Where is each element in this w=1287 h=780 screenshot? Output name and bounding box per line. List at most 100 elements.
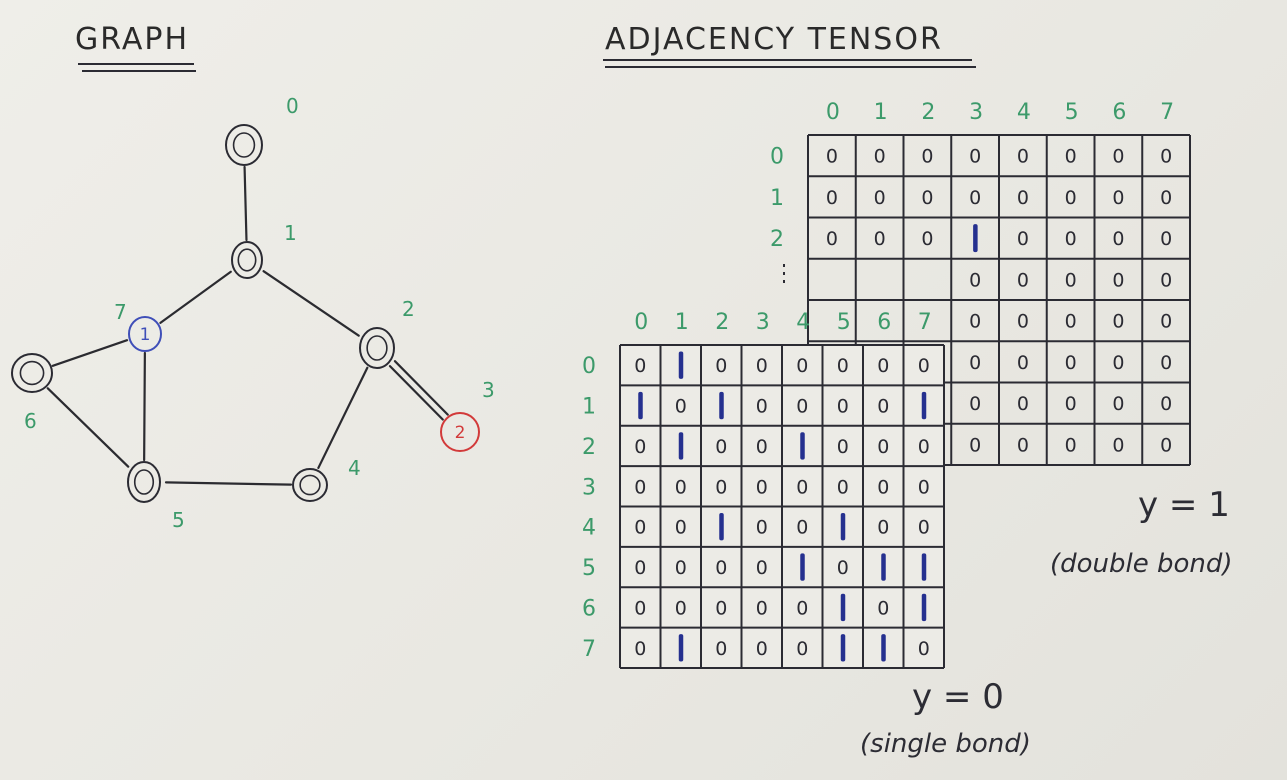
matrix-cell-zero: 0 bbox=[1160, 187, 1172, 209]
row-label: 1 bbox=[770, 186, 784, 211]
matrix-cell-zero: 0 bbox=[1017, 352, 1029, 374]
matrix-cell-zero: 0 bbox=[715, 557, 727, 579]
matrix-cell-zero: 0 bbox=[921, 146, 933, 168]
matrix-cell-zero: 0 bbox=[634, 436, 646, 458]
matrix-cell-zero: 0 bbox=[756, 476, 768, 498]
matrix-grid bbox=[619, 344, 945, 669]
y1-caption: y = 1 bbox=[1138, 485, 1230, 525]
matrix-cell-zero: 0 bbox=[1160, 311, 1172, 333]
matrix-cell-zero: 0 bbox=[969, 434, 981, 456]
edge-0-1 bbox=[243, 165, 248, 242]
y1-subcaption: (double bond) bbox=[1050, 549, 1233, 579]
matrix-cell-zero: 0 bbox=[921, 187, 933, 209]
graph-node-3: 23 bbox=[440, 378, 495, 452]
matrix-cell-zero: 0 bbox=[1065, 311, 1077, 333]
matrix-cell-one bbox=[638, 391, 643, 420]
graph-node-0: 0 bbox=[225, 94, 299, 166]
col-label: 6 bbox=[877, 310, 891, 335]
matrix-cell-zero: 0 bbox=[1065, 434, 1077, 456]
col-label: 4 bbox=[796, 310, 810, 335]
graph-node-7: 17 bbox=[114, 300, 162, 352]
row-label: 4 bbox=[582, 516, 596, 541]
node-index-label: 2 bbox=[402, 297, 415, 321]
matrix-cell-zero: 0 bbox=[796, 396, 808, 418]
matrix-cell-zero: 0 bbox=[756, 396, 768, 418]
matrix-cell-zero: 0 bbox=[969, 393, 981, 415]
matrix-cell-one bbox=[840, 512, 846, 541]
col-label: 6 bbox=[1112, 100, 1126, 125]
row-label: 2 bbox=[770, 227, 784, 252]
matrix-cell-zero: 0 bbox=[1017, 434, 1029, 456]
matrix-cell-one bbox=[840, 634, 846, 662]
matrix-cell-one bbox=[678, 351, 684, 379]
matrix-cell-zero: 0 bbox=[1017, 187, 1029, 209]
node-outer-ring bbox=[231, 241, 263, 279]
node-outer-ring bbox=[292, 468, 328, 502]
matrix-cell-one bbox=[719, 512, 724, 541]
node-outer-ring bbox=[11, 353, 53, 393]
matrix-cell-zero: 0 bbox=[634, 597, 646, 619]
graph-node-2: 2 bbox=[359, 297, 415, 369]
matrix-cell-one bbox=[921, 553, 927, 581]
matrix-cell-zero: 0 bbox=[921, 228, 933, 250]
matrix-cell-zero: 0 bbox=[796, 355, 808, 377]
node-index-label: 1 bbox=[284, 221, 297, 245]
matrix-cell-one bbox=[800, 553, 805, 581]
matrix-cell-zero: 0 bbox=[1112, 393, 1124, 415]
matrix-cell-one bbox=[678, 634, 684, 662]
node-inner-ring bbox=[299, 474, 321, 496]
matrix-cell-zero: 0 bbox=[969, 269, 981, 291]
matrix-cell-zero: 0 bbox=[675, 476, 687, 498]
matrix-cell-zero: 0 bbox=[918, 476, 930, 498]
matrix-cell-one bbox=[678, 432, 684, 460]
col-label: 7 bbox=[918, 310, 932, 335]
matrix-cell-zero: 0 bbox=[634, 355, 646, 377]
matrix-cell-zero: 0 bbox=[1065, 187, 1077, 209]
row-label: 6 bbox=[582, 596, 596, 621]
matrix-cell-zero: 0 bbox=[969, 311, 981, 333]
col-label: 4 bbox=[1017, 100, 1031, 125]
matrix-cell-zero: 0 bbox=[634, 557, 646, 579]
matrix-cell-zero: 0 bbox=[675, 557, 687, 579]
matrix-cell-zero: 0 bbox=[918, 355, 930, 377]
col-label: 3 bbox=[969, 100, 983, 125]
y0-subcaption: (single bond) bbox=[860, 729, 1031, 759]
col-label: 2 bbox=[921, 100, 935, 125]
node-index-label: 7 bbox=[114, 300, 127, 324]
edge-2-3-a bbox=[388, 365, 444, 421]
node-index-label: 3 bbox=[482, 378, 495, 402]
matrix-cell-zero: 0 bbox=[1065, 228, 1077, 250]
row-label: 1 bbox=[582, 395, 596, 420]
matrix-cell-zero: 0 bbox=[1112, 352, 1124, 374]
node-inner-ring bbox=[19, 360, 45, 386]
matrix-cell-one bbox=[921, 391, 927, 420]
node-index-label: 0 bbox=[286, 94, 299, 118]
matrix-cell-zero: 0 bbox=[1065, 269, 1077, 291]
node-outer-ring bbox=[128, 316, 162, 352]
matrix-cell-zero: 0 bbox=[675, 597, 687, 619]
matrix-cell-zero: 0 bbox=[715, 355, 727, 377]
matrix-cell-zero: 0 bbox=[675, 396, 687, 418]
matrix-cell-zero: 0 bbox=[826, 146, 838, 168]
matrix-cell-zero: 0 bbox=[796, 517, 808, 539]
matrix-cell-zero: 0 bbox=[877, 476, 889, 498]
matrix-cell-zero: 0 bbox=[756, 517, 768, 539]
matrix-cell-zero: 0 bbox=[756, 557, 768, 579]
matrix-cell-one bbox=[881, 634, 886, 662]
matrix-cell-zero: 0 bbox=[756, 638, 768, 660]
col-label: 5 bbox=[837, 310, 851, 335]
matrix-cell-zero: 0 bbox=[918, 638, 930, 660]
matrix-cell-one bbox=[921, 593, 927, 622]
matrix-cell-zero: 0 bbox=[1112, 434, 1124, 456]
matrix-cell-zero: 0 bbox=[837, 396, 849, 418]
matrix-cell-zero: 0 bbox=[826, 187, 838, 209]
matrix-cell-one bbox=[719, 391, 724, 420]
matrix-cell-zero: 0 bbox=[877, 517, 889, 539]
matrix-cell-zero: 0 bbox=[1112, 187, 1124, 209]
node-outer-ring bbox=[127, 461, 161, 503]
node-inner-ring bbox=[232, 132, 256, 158]
matrix-cell-zero: 0 bbox=[796, 476, 808, 498]
edge-1-2 bbox=[262, 270, 360, 337]
matrix-cell-one bbox=[840, 593, 846, 622]
matrix-cell-zero: 0 bbox=[1065, 352, 1077, 374]
